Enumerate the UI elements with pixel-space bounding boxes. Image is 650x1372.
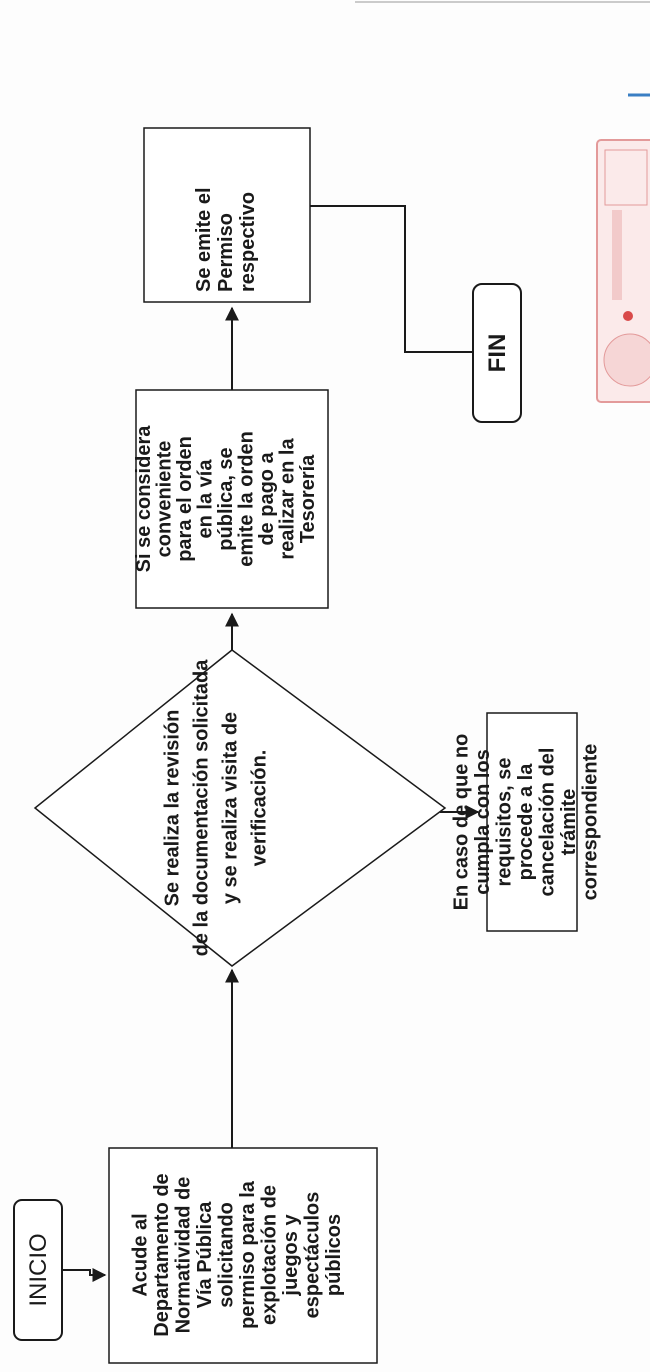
end-terminal: FIN	[472, 283, 522, 423]
step1-text-line: Acude al	[129, 1213, 151, 1296]
step2-text-line: de pago a	[256, 451, 278, 545]
step3-text-line: respectivo	[237, 192, 259, 292]
decision-text-line: y se realiza visita de	[220, 712, 242, 904]
reject-text-line: cancelación del	[537, 748, 559, 897]
step2-text-line: pública, se	[215, 447, 237, 550]
step1-text-line: explotación de	[258, 1185, 280, 1325]
decision-text-line: verificación.	[249, 750, 271, 867]
step1-text-line: Vía Pública	[194, 1201, 216, 1309]
step2-box: Si se consideraconvenientepara el ordene…	[133, 389, 329, 609]
start-label: INICIO	[25, 1233, 52, 1306]
step3-text-line: Se emite el	[193, 187, 215, 292]
step2-text-line: conveniente	[154, 441, 176, 558]
red-stamp	[596, 139, 650, 403]
step2-text-line: realizar en la	[277, 438, 299, 560]
reject-text-line: correspondiente	[580, 744, 602, 901]
decision-diamond: Se realiza la revisión de la documentació…	[33, 649, 447, 967]
step1-text: Acude alDepartamento deNormatividad deVí…	[129, 1173, 345, 1336]
step1-text-line: juegos y	[280, 1214, 302, 1297]
step1-text-line: permiso para la	[237, 1180, 259, 1329]
step2-text-line: emite la orden	[236, 431, 258, 567]
reject-text-line: En caso de que no	[451, 734, 473, 911]
decision-text-line: Se realiza la revisión	[162, 710, 184, 907]
step3-text-line: Permiso	[215, 213, 237, 292]
step1-text-line: Departamento de	[151, 1173, 173, 1336]
reject-text: En caso de que nocumpla con losrequisito…	[451, 734, 602, 911]
start-terminal: INICIO	[13, 1199, 63, 1341]
reject-text-line: procede a la	[515, 763, 537, 881]
step1-text-line: Normatividad de	[172, 1177, 194, 1334]
step2-text: Si se consideraconvenientepara el ordene…	[133, 425, 319, 573]
step1-text-line: solicitando	[215, 1202, 237, 1308]
step2-text-line: Si se considera	[133, 425, 155, 573]
connector-start-step1	[62, 1268, 107, 1282]
step2-text-line: Tesorería	[297, 454, 319, 543]
reject-box: En caso de que nocumpla con losrequisito…	[451, 712, 602, 932]
reject-text-line: cumpla con los	[472, 749, 494, 895]
step2-text-line: para el orden	[174, 436, 196, 562]
step1-text-line: públicos	[323, 1214, 345, 1296]
reject-text-line: requisitos, se	[494, 758, 516, 887]
decision-text: Se realiza la revisión de la documentació…	[162, 659, 271, 957]
step3-text: Se emite elPermisorespectivo	[193, 187, 259, 292]
reject-text-line: trámite	[558, 789, 580, 856]
step1-text-line: espectáculos	[301, 1192, 323, 1319]
decision-text-line: de la documentación solicitada	[191, 659, 213, 957]
end-label: FIN	[484, 334, 511, 373]
step3-box: Se emite elPermisorespectivo	[143, 127, 311, 303]
step2-text-line: en la vía	[195, 459, 217, 539]
connector-step3-end	[310, 205, 473, 353]
step1-box: Acude alDepartamento deNormatividad deVí…	[108, 1147, 378, 1364]
